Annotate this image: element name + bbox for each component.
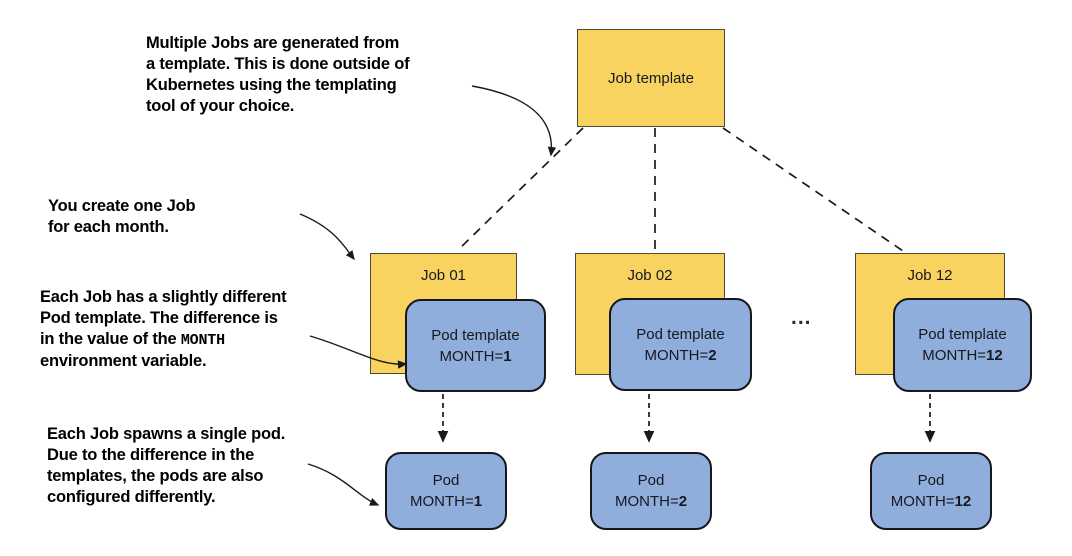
annotation-line: Each Job spawns a single pod.: [47, 425, 286, 443]
env-var-value: MONTH=1: [409, 493, 483, 510]
env-var-value: MONTH=12: [890, 493, 972, 510]
annotation-line: Kubernetes using the templating: [146, 76, 397, 94]
env-var-value: MONTH=1: [439, 347, 512, 365]
pod-template-box-01: Pod template MONTH=1: [405, 299, 546, 392]
curved-arrow-pod-note: [307, 463, 380, 506]
pod-box-02: Pod MONTH=2: [590, 452, 712, 530]
dashed-link-template-to-job01: [456, 127, 584, 252]
annotation-line: configured differently.: [47, 488, 216, 506]
annotation-line: templates, the pods are also: [47, 467, 264, 485]
curved-arrow-template-note: [471, 85, 557, 157]
pod-label: Pod: [637, 472, 665, 489]
pod-label: Pod: [917, 472, 945, 489]
dashed-link-template-to-job12: [722, 127, 904, 252]
annotation-pod-template-note: Each Job has a slightly different Pod te…: [40, 287, 287, 372]
annotation-line: a template. This is done outside of: [146, 55, 410, 73]
annotation-line: environment variable.: [40, 352, 207, 370]
pod-box-12: Pod MONTH=12: [870, 452, 992, 530]
job-label: Job 02: [627, 267, 673, 284]
pod-template-box-12: Pod template MONTH=12: [893, 298, 1032, 392]
pod-label: Pod: [432, 472, 460, 489]
env-var-value: MONTH=2: [614, 493, 688, 510]
curved-arrow-job-note: [299, 213, 355, 261]
ellipsis: ...: [791, 306, 812, 329]
pod-template-box-02: Pod template MONTH=2: [609, 298, 752, 391]
env-var-value: MONTH=12: [922, 347, 1003, 364]
env-var-value: MONTH=2: [644, 346, 717, 364]
pod-template-label: Pod template: [636, 325, 725, 343]
month-env-var-literal: MONTH: [180, 332, 225, 349]
annotation-line: Pod template. The difference is: [40, 309, 278, 327]
pod-template-label: Pod template: [431, 326, 520, 344]
annotation-line: for each month.: [48, 218, 169, 236]
annotation-line: You create one Job: [48, 197, 196, 215]
annotation-job-note: You create one Job for each month.: [48, 196, 196, 238]
job-template-box: Job template: [577, 29, 725, 127]
job-label: Job 12: [907, 267, 953, 284]
annotation-line: Each Job has a slightly different: [40, 288, 287, 306]
annotation-line: tool of your choice.: [146, 97, 295, 115]
annotation-line: Multiple Jobs are generated from: [146, 34, 400, 52]
annotation-pod-note: Each Job spawns a single pod. Due to the…: [47, 424, 285, 508]
pod-box-01: Pod MONTH=1: [385, 452, 507, 530]
job-template-label: Job template: [608, 69, 694, 87]
annotation-template-note: Multiple Jobs are generated from a templ…: [146, 33, 410, 117]
pod-template-label: Pod template: [918, 326, 1007, 343]
job-label: Job 01: [420, 267, 467, 284]
annotation-line: in the value of the MONTH: [40, 330, 225, 349]
annotation-line: Due to the difference in the: [47, 446, 255, 464]
